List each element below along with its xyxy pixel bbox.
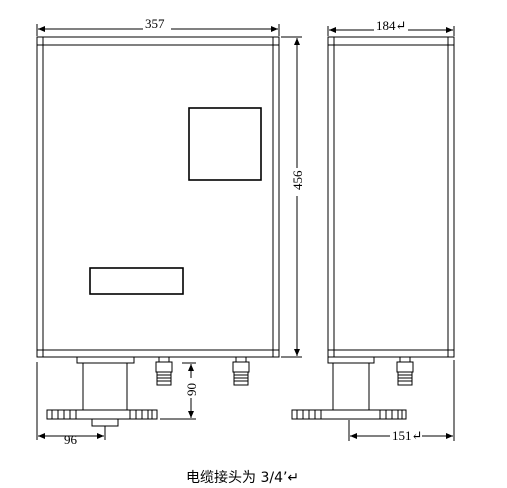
side-enclosure-left-edge: [327, 36, 335, 358]
front-view: [36, 24, 302, 440]
display-window: [188, 107, 262, 181]
front-enclosure-body: [36, 36, 280, 358]
depth-dimension-label: 184↵: [376, 18, 406, 33]
side-enclosure-right-edge: [447, 36, 455, 358]
cable-gland-left: [155, 356, 173, 386]
side-view: [291, 26, 455, 441]
offset-dimension-label: 96: [64, 432, 78, 447]
base-dimension-label: 151↵: [392, 428, 422, 443]
front-enclosure-right-edge: [272, 36, 280, 358]
bottom-lip: [76, 356, 135, 364]
flange-base: [46, 409, 158, 434]
label-plate: [89, 267, 184, 295]
side-flange-base: [291, 409, 407, 420]
width-dimension-label: 357: [145, 16, 165, 31]
side-cable-gland: [396, 356, 414, 386]
cable-connector-caption: 电缆接头为 3/4’↵: [186, 469, 299, 486]
side-enclosure-body: [327, 36, 455, 358]
stem-dimension-label: 90: [184, 383, 199, 396]
front-enclosure-left-edge: [36, 36, 44, 358]
cable-gland-right: [232, 356, 250, 386]
height-dimension-label: 456: [290, 170, 305, 190]
side-bottom-lip: [327, 356, 375, 364]
